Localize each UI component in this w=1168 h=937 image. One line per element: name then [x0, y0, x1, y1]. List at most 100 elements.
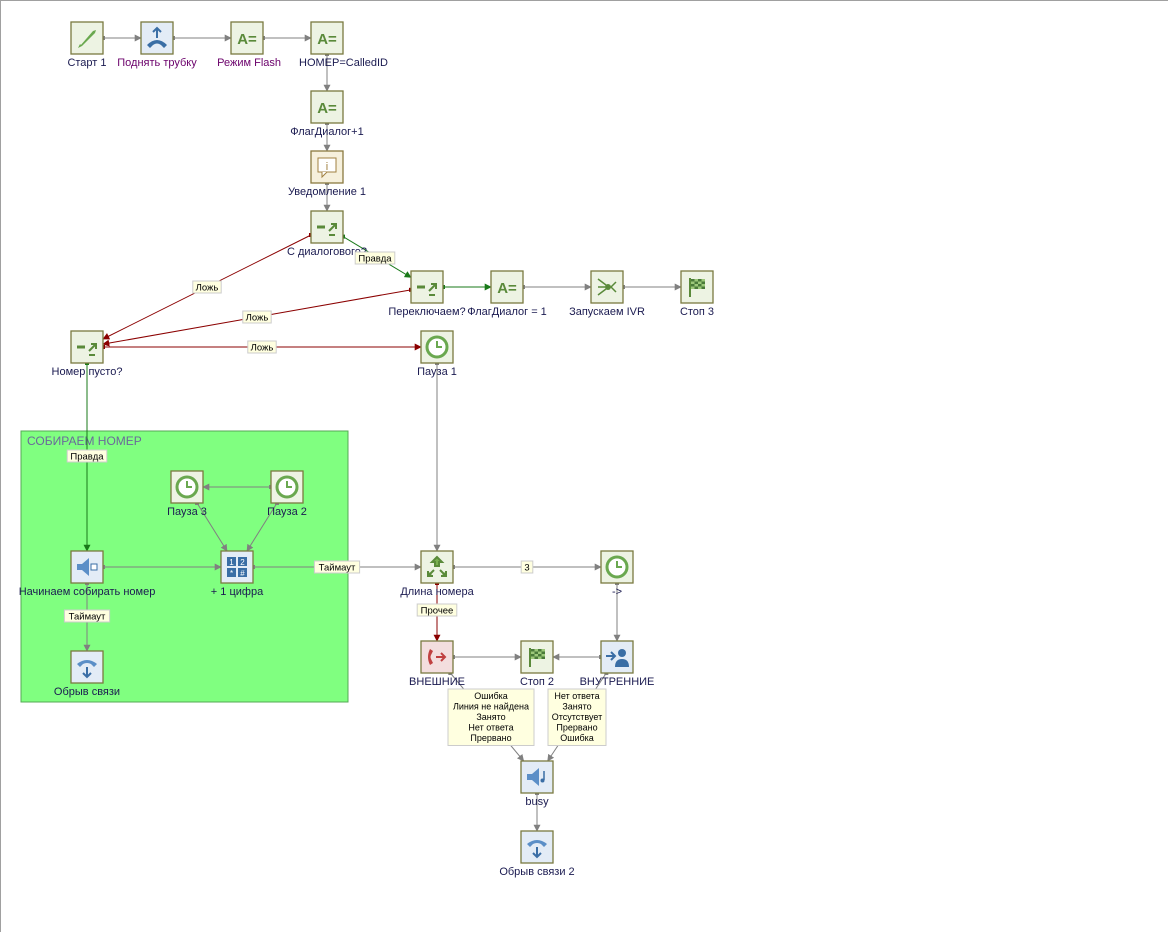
node-ext[interactable]: ВНЕШНИЕ	[409, 640, 465, 688]
edge-condition: Ошибка	[474, 691, 508, 701]
node-label: Уведомление 1	[288, 186, 366, 198]
node-label: Обрыв связи	[54, 686, 120, 698]
node-stop2[interactable]: Стоп 2	[520, 640, 554, 688]
assign-icon: A=	[317, 100, 337, 117]
assign-icon: A=	[497, 280, 517, 297]
speaker-music-icon	[527, 768, 545, 786]
edge-pause1-len[interactable]	[433, 361, 441, 552]
svg-text:2: 2	[240, 558, 245, 567]
node-int[interactable]: ВНУТРЕННИЕ	[580, 640, 655, 688]
edge-condition: Линия не найдена	[453, 702, 529, 712]
branch-icon	[317, 223, 337, 236]
edge-start-pickup[interactable]	[101, 34, 142, 42]
switch-icon	[427, 555, 447, 577]
edge-label-box	[242, 310, 272, 324]
node-start[interactable]: Старт 1	[67, 21, 107, 69]
edge-ivr-stop3[interactable]	[621, 283, 682, 291]
edge-label: Таймаут	[319, 563, 356, 574]
transfer-external-icon	[428, 649, 447, 665]
edge-condition-box	[547, 688, 607, 746]
node-label: Стоп 3	[680, 306, 714, 318]
node-flag[interactable]: A= ФлагДиалог+1	[290, 90, 364, 138]
node-label: Пауза 2	[267, 506, 307, 518]
node-pickup[interactable]: Поднять трубку	[117, 21, 197, 69]
edge-condition: Прервано	[556, 723, 597, 733]
node-obryv2[interactable]: Обрыв связи 2	[499, 830, 575, 878]
node-label: Режим Flash	[217, 57, 281, 69]
node-switch[interactable]: Переключаем?	[388, 270, 466, 318]
edge-label-box	[313, 560, 361, 574]
edge-label: 3	[524, 563, 529, 574]
node-label: ФлагДиалог+1	[290, 126, 363, 138]
node-stop3[interactable]: Стоп 3	[680, 270, 714, 318]
edge-switch-flagd1[interactable]	[441, 283, 492, 291]
edge-flash-nomer[interactable]	[261, 34, 312, 42]
edge-pickup-flash[interactable]	[171, 34, 232, 42]
phone-pickup-icon	[147, 26, 167, 48]
svg-text:#: #	[240, 569, 245, 578]
node-label: ВНУТРЕННИЕ	[580, 676, 655, 688]
assign-icon: A=	[317, 31, 337, 48]
edge-condition: Занято	[476, 712, 505, 722]
finish-flag-icon	[689, 278, 705, 297]
edge-label: Прочее	[421, 606, 454, 617]
node-label: Стоп 2	[520, 676, 554, 688]
clock-icon	[275, 475, 299, 499]
group-title: СОБИРАЕМ НОМЕР	[27, 434, 142, 448]
edge-flagd1-ivr[interactable]	[521, 283, 592, 291]
hangup-icon	[77, 660, 97, 679]
branch-icon	[77, 343, 97, 356]
node-nempty[interactable]: Номер пусто?	[52, 330, 123, 378]
assign-icon: A=	[237, 31, 257, 48]
svg-text:A=: A=	[497, 280, 517, 297]
node-label: Запускаем IVR	[569, 306, 645, 318]
edge-label-box	[416, 603, 458, 617]
edge-label: Ложь	[246, 313, 269, 324]
node-pause1[interactable]: Пауза 1	[417, 330, 457, 378]
node-len[interactable]: Длина номера	[400, 550, 475, 598]
edge-label-box	[192, 280, 222, 294]
edge-label-box	[354, 251, 396, 265]
node-ivr[interactable]: Запускаем IVR	[569, 270, 645, 318]
clock-icon	[605, 555, 629, 579]
node-label: Переключаем?	[388, 306, 465, 318]
node-busy[interactable]: busy	[520, 760, 554, 808]
svg-text:*: *	[230, 569, 233, 578]
node-dial[interactable]: Начинаем собирать номер	[19, 550, 156, 598]
node-label: Длина номера	[400, 586, 474, 598]
clock-icon	[425, 335, 449, 359]
node-label: busy	[525, 796, 549, 808]
edge-int-stop2[interactable]	[552, 653, 603, 661]
edge-label-box	[66, 449, 108, 463]
node-label: С диалогового?	[287, 246, 367, 258]
node-label: НОМЕР=CalledID	[299, 57, 388, 69]
node-nomer[interactable]: A= НОМЕР=CalledID	[299, 21, 388, 69]
node-label: Пауза 3	[167, 506, 207, 518]
node-obryv[interactable]: Обрыв связи	[54, 650, 120, 698]
edge-label-box	[247, 340, 277, 354]
ivr-icon	[597, 278, 617, 296]
svg-text:i: i	[326, 161, 328, 173]
edge-label: Ложь	[251, 343, 274, 354]
rocket-icon	[78, 30, 96, 48]
node-flagd1[interactable]: A=ФлагДиалог = 1	[467, 270, 547, 318]
edge-ext-stop2[interactable]	[451, 653, 522, 661]
node-flash[interactable]: A= Режим Flash	[217, 21, 281, 69]
node-cdialog[interactable]: С диалогового?	[287, 210, 367, 258]
edge-label: Ложь	[196, 283, 219, 294]
clock-icon	[175, 475, 199, 499]
node-arrow[interactable]: ->	[600, 550, 634, 598]
node-label: + 1 цифра	[211, 586, 264, 598]
node-pause3[interactable]: Пауза 3	[167, 470, 207, 518]
edge-condition: Нет ответа	[554, 691, 599, 701]
edge-condition: Отсутствует	[552, 712, 602, 722]
node-pause2[interactable]: Пауза 2	[267, 470, 307, 518]
edge-condition: Занято	[562, 702, 591, 712]
edge-label: Правда	[70, 452, 104, 463]
node-label: Начинаем собирать номер	[19, 586, 156, 598]
edge-label: Таймаут	[69, 612, 106, 623]
edge-condition-box	[447, 688, 535, 746]
